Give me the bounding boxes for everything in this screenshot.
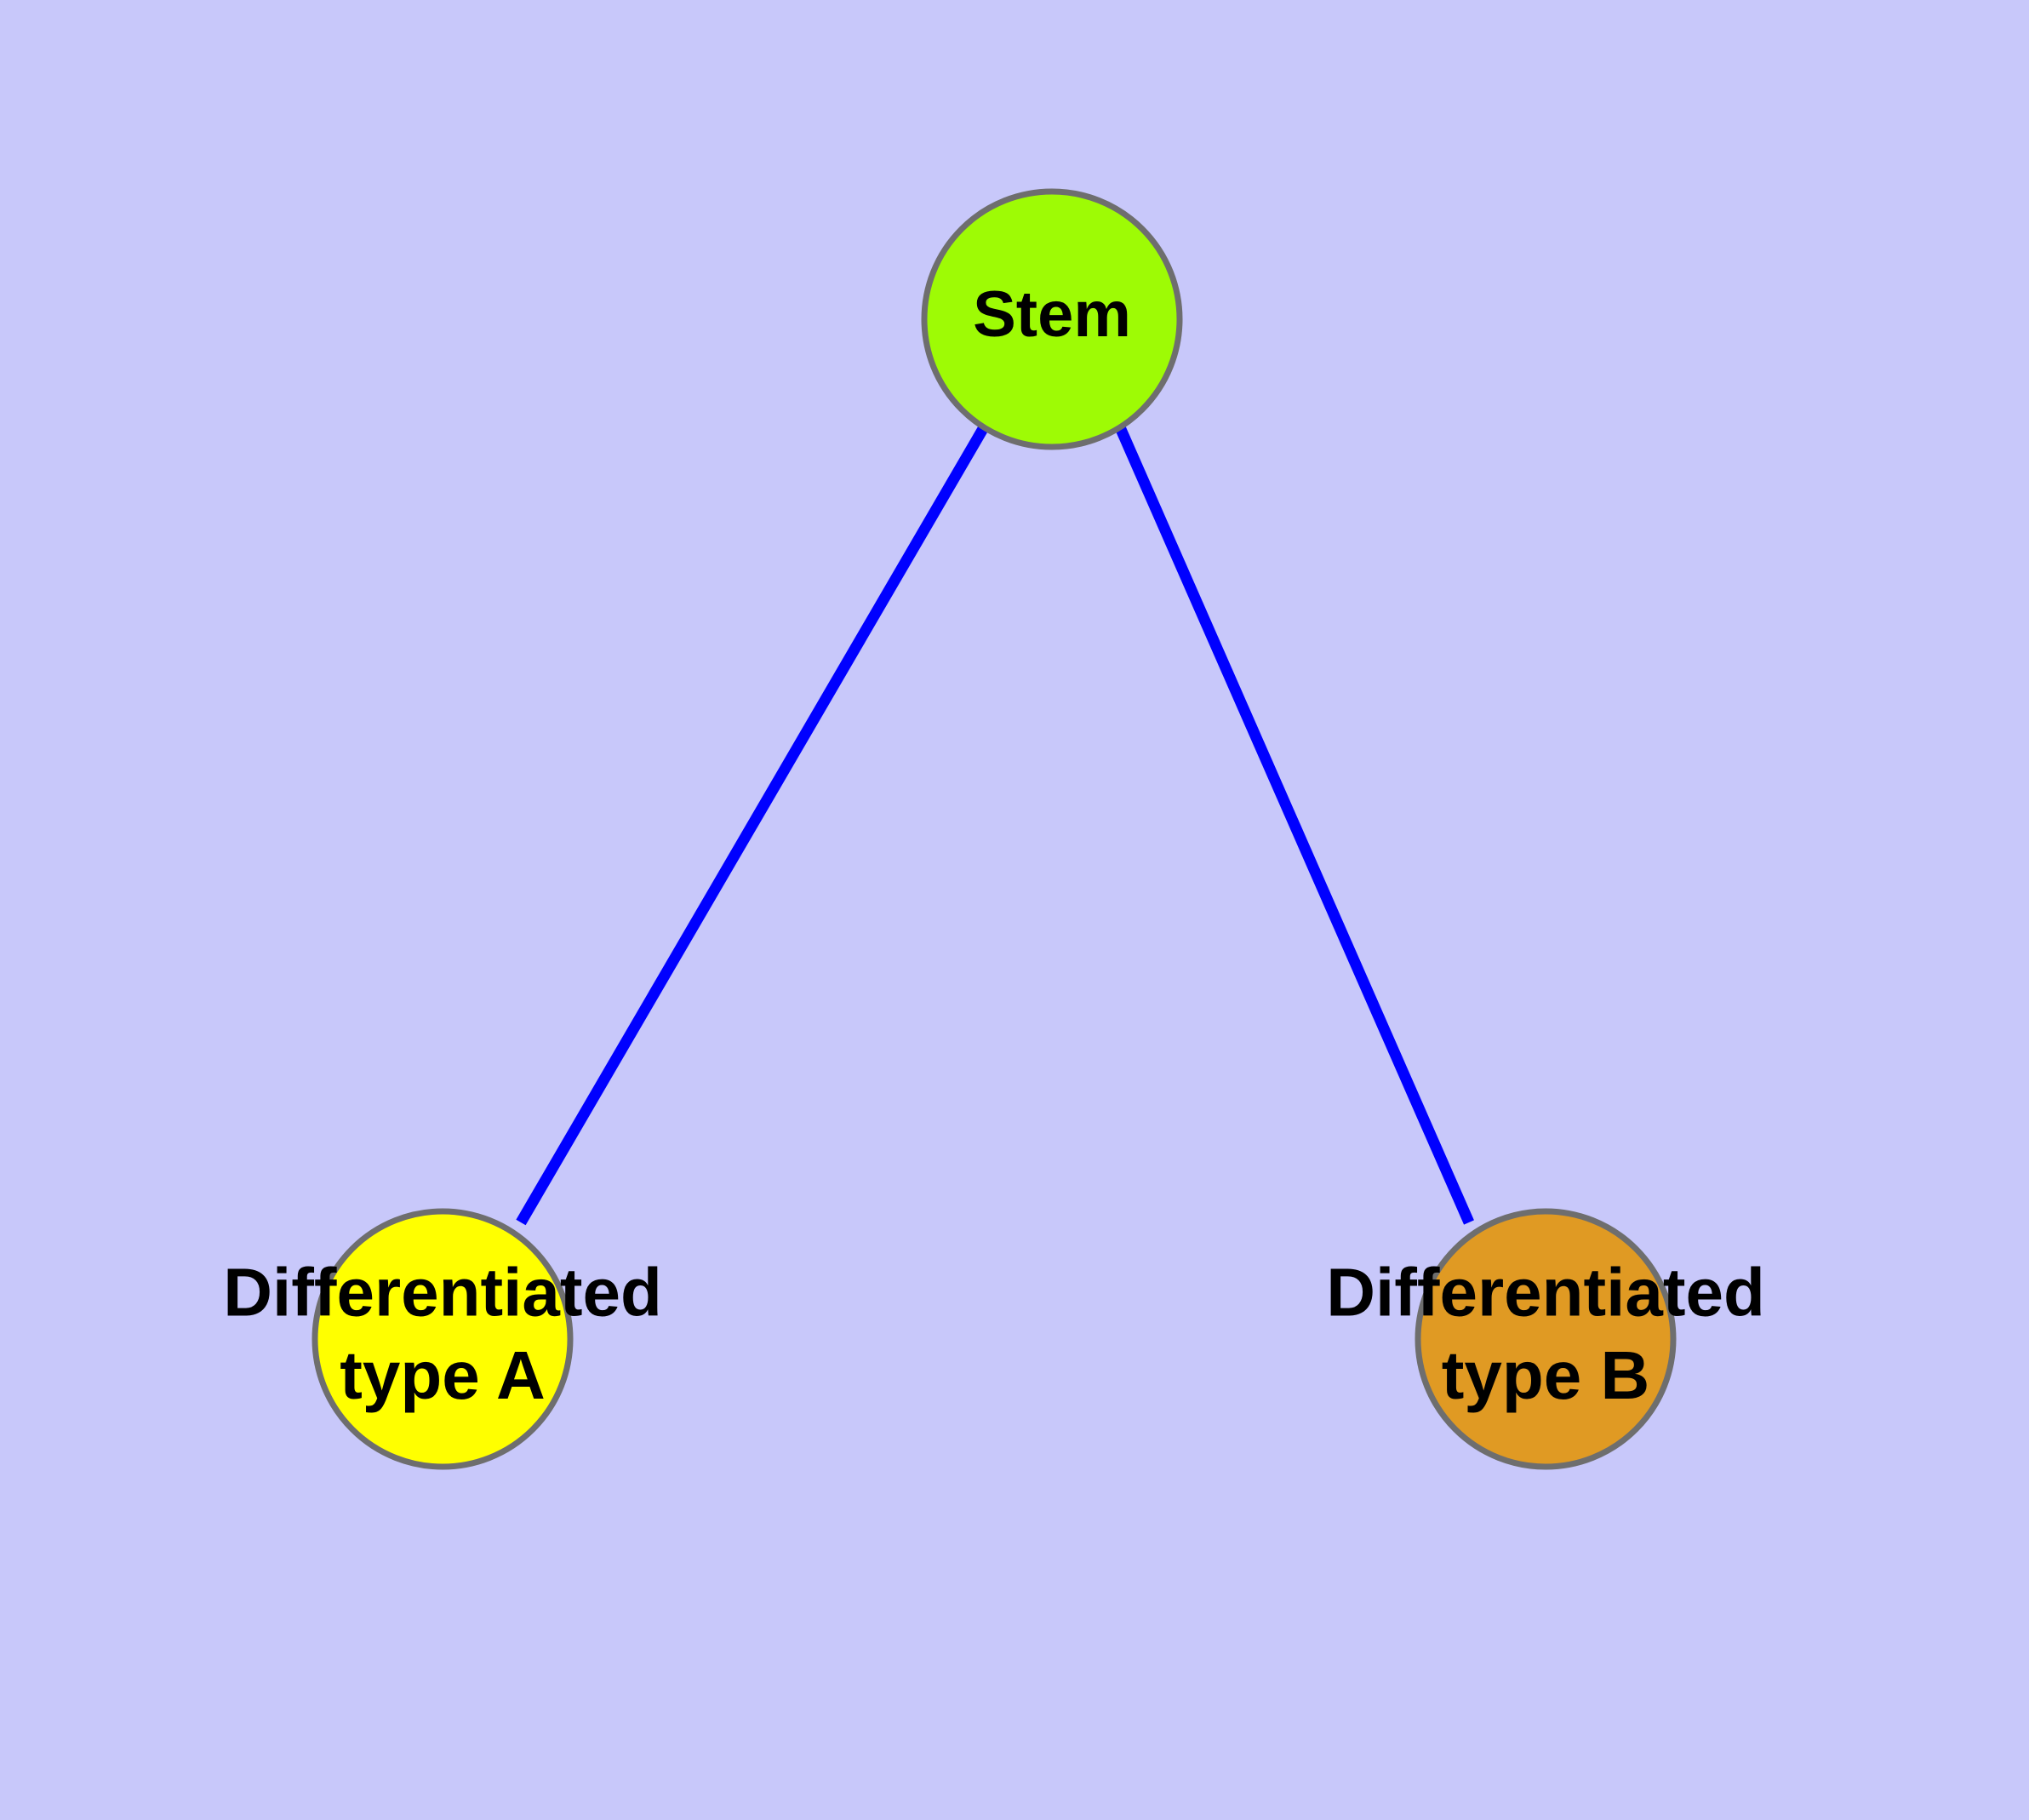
node-layer: Stem Differentiated type A Differentiate… (223, 188, 1765, 1470)
node-stem[interactable]: Stem (921, 188, 1183, 450)
node-differentiated-type-a-label-line1: Differentiated (223, 1254, 662, 1330)
edge-stem-to-differentiated-type-b[interactable] (1115, 425, 1474, 1225)
node-stem-circle[interactable] (921, 188, 1183, 450)
node-differentiated-type-a[interactable]: Differentiated type A (223, 1208, 662, 1470)
edge-layer (516, 424, 1474, 1226)
edge-stem-to-differentiated-type-a[interactable] (516, 424, 989, 1226)
node-stem-label: Stem (973, 278, 1131, 351)
node-differentiated-type-b-label-line1: Differentiated (1326, 1254, 1765, 1330)
node-differentiated-type-b-circle[interactable] (1415, 1208, 1677, 1470)
node-differentiated-type-a-circle[interactable] (311, 1208, 574, 1470)
node-differentiated-type-b-label-line2: type B (1442, 1337, 1650, 1413)
node-differentiated-type-b[interactable]: Differentiated type B (1326, 1208, 1765, 1470)
node-differentiated-type-a-label-line2: type A (340, 1337, 546, 1413)
